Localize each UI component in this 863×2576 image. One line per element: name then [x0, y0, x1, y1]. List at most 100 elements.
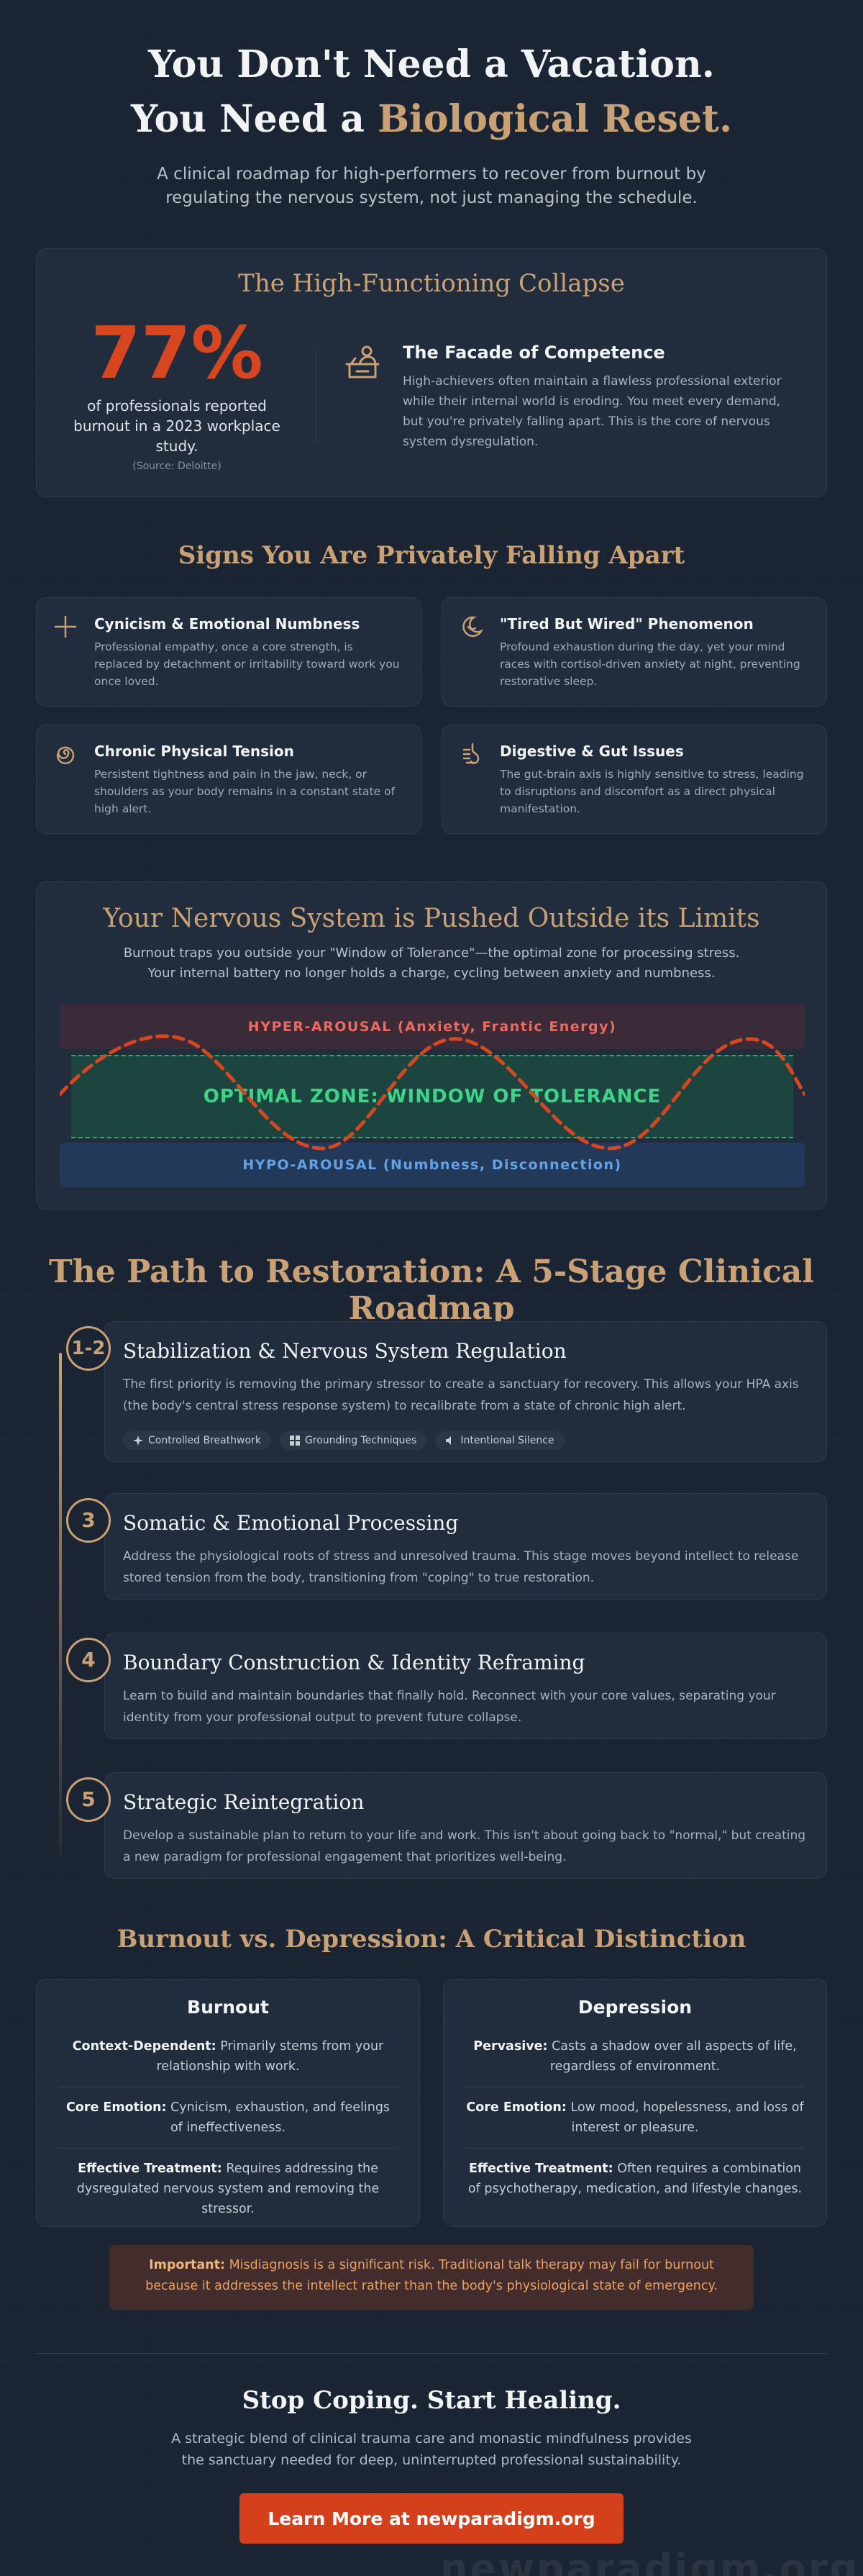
row-text: Cynicism, exhaustion, and feelings of in…	[166, 2100, 391, 2135]
sign-card-tired-wired: "Tired But Wired" Phenomenon Profound ex…	[442, 597, 827, 707]
step-number-badge: 1-2	[66, 1326, 111, 1371]
collapse-card: The High-Functioning Collapse 77% of pro…	[36, 248, 827, 497]
stomach-icon	[462, 743, 480, 765]
step-number-badge: 3	[66, 1498, 111, 1543]
stat-description: of professionals reported burnout in a 2…	[73, 397, 280, 455]
sign-title: Cynicism & Emotional Numbness	[94, 615, 360, 632]
cta-subtitle: A strategic blend of clinical trauma car…	[0, 2428, 863, 2471]
row-label: Effective Treatment:	[78, 2162, 222, 2176]
pill-breathwork: Controlled Breathwork	[123, 1431, 271, 1450]
row-text: Often requires a combination of psychoth…	[467, 2162, 803, 2196]
row-text: Low mood, hopelessness, and loss of inte…	[566, 2100, 804, 2135]
step-card-4: Boundary Construction & Identity Reframi…	[104, 1633, 827, 1739]
watermark: newparadigm.org	[440, 2546, 860, 2576]
collapse-title: The High-Functioning Collapse	[238, 269, 625, 298]
person-at-desk-icon	[345, 345, 380, 378]
facade-title: The Facade of Competence	[403, 343, 665, 363]
stat-value: 77%	[91, 311, 263, 395]
row-label: Core Emotion:	[466, 2100, 567, 2115]
sign-text: The gut-brain axis is highly sensitive t…	[500, 768, 804, 815]
moon-icon	[462, 616, 484, 638]
depression-card: Depression Pervasive: Casts a shadow ove…	[443, 1979, 827, 2227]
sign-text: Professional empathy, once a core streng…	[94, 640, 400, 688]
timeline-line	[59, 1353, 62, 1856]
nervous-system-card: Your Nervous System is Pushed Outside it…	[36, 881, 827, 1210]
signs-title: Signs You Are Privately Falling Apart	[178, 541, 685, 570]
step-number-badge: 5	[66, 1777, 111, 1822]
pill-label: Grounding Techniques	[304, 1435, 417, 1446]
step-title: Somatic & Emotional Processing	[123, 1511, 459, 1535]
step-title: Boundary Construction & Identity Reframi…	[123, 1651, 585, 1674]
burnout-title: Burnout	[187, 1997, 269, 2018]
hero: You Don't Need a Vacation. You Need a Bi…	[0, 0, 863, 216]
nervous-subtitle-line1: Burnout traps you outside your "Window o…	[123, 945, 740, 961]
hero-title-line1: You Don't Need a Vacation.	[148, 42, 715, 86]
step-number-badge: 4	[66, 1638, 111, 1682]
section-divider	[36, 2353, 827, 2354]
learn-more-button[interactable]: Learn More at newparadigm.org	[239, 2493, 624, 2544]
facade-text: High-achievers often maintain a flawless…	[403, 374, 782, 449]
step-text: Develop a sustainable plan to return to …	[123, 1828, 806, 1864]
pill-label: Controlled Breathwork	[148, 1435, 261, 1446]
stat-block: 77% of professionals reported burnout in…	[58, 311, 296, 473]
important-callout: Important: Misdiagnosis is a significant…	[109, 2245, 754, 2310]
row-label: Pervasive:	[473, 2039, 548, 2054]
hypo-arousal-zone: HYPO-AROUSAL (Numbness, Disconnection)	[60, 1143, 805, 1187]
step-card-5: Strategic Reintegration Develop a sustai…	[104, 1772, 827, 1879]
sign-title: Chronic Physical Tension	[94, 743, 294, 760]
sign-text: Persistent tightness and pain in the jaw…	[94, 768, 396, 815]
row-label: Core Emotion:	[65, 2100, 167, 2115]
compare-row: Context-Dependent: Primarily stems from …	[58, 2026, 398, 2087]
roadmap-title: The Path to Restoration: A 5-Stage Clini…	[49, 1253, 814, 1327]
hero-title: You Don't Need a Vacation. You Need a Bi…	[0, 37, 863, 147]
nervous-subtitle-line2: Your internal battery no longer holds a …	[147, 966, 716, 981]
row-label: Context-Dependent:	[72, 2039, 216, 2054]
step-card-1-2: Stabilization & Nervous System Regulatio…	[104, 1321, 827, 1462]
burnout-rows: Context-Dependent: Primarily stems from …	[37, 2026, 419, 2229]
row-text: Casts a shadow over all aspects of life,…	[547, 2039, 797, 2074]
hyper-arousal-zone: HYPER-AROUSAL (Anxiety, Frantic Energy)	[60, 1004, 805, 1049]
sign-text: Profound exhaustion during the day, yet …	[500, 640, 800, 688]
grid-icon	[289, 1436, 300, 1446]
burnout-card: Burnout Context-Dependent: Primarily ste…	[36, 1979, 420, 2227]
sign-card-digestive: Digestive & Gut Issues The gut-brain axi…	[442, 725, 827, 834]
compare-row: Effective Treatment: Often requires a co…	[465, 2149, 805, 2209]
nervous-subtitle: Burnout traps you outside your "Window o…	[37, 943, 826, 984]
depression-title: Depression	[577, 1997, 693, 2018]
plus-icon	[54, 615, 77, 638]
cta-title: Stop Coping. Start Healing.	[242, 2386, 621, 2415]
step-title: Stabilization & Nervous System Regulatio…	[123, 1339, 567, 1363]
pill-silence: Intentional Silence	[435, 1431, 565, 1450]
step-card-3: Somatic & Emotional Processing Address t…	[104, 1493, 827, 1600]
sign-title: Digestive & Gut Issues	[500, 743, 684, 760]
mute-icon	[446, 1436, 452, 1445]
row-label: Effective Treatment:	[468, 2162, 613, 2176]
compare-row: Core Emotion: Low mood, hopelessness, an…	[465, 2087, 805, 2149]
cta-subtitle-line1: A strategic blend of clinical trauma car…	[171, 2431, 692, 2446]
breath-icon	[133, 1436, 143, 1446]
step-title: Strategic Reintegration	[123, 1790, 365, 1814]
row-text: Requires addressing the dysregulated ner…	[76, 2162, 380, 2216]
stat-source: (Source: Deloitte)	[132, 461, 222, 472]
compare-row: Core Emotion: Cynicism, exhaustion, and …	[58, 2087, 398, 2149]
sign-title: "Tired But Wired" Phenomenon	[500, 615, 754, 632]
compare-row: Effective Treatment: Requires addressing…	[58, 2149, 398, 2229]
row-text: Primarily stems from your relationship w…	[156, 2039, 384, 2074]
cta-subtitle-line2: the sanctuary needed for deep, uninterru…	[181, 2452, 682, 2468]
pill-label: Intentional Silence	[460, 1435, 554, 1446]
spiral-icon	[56, 746, 75, 765]
step-text: The first priority is removing the prima…	[123, 1377, 799, 1413]
compare-row: Pervasive: Casts a shadow over all aspec…	[465, 2026, 805, 2087]
step-text: Address the physiological roots of stres…	[123, 1549, 799, 1585]
important-text: Misdiagnosis is a significant risk. Trad…	[145, 2258, 718, 2293]
nervous-title: Your Nervous System is Pushed Outside it…	[103, 904, 760, 933]
sign-card-tension: Chronic Physical Tension Persistent tigh…	[36, 725, 421, 834]
compare-title: Burnout vs. Depression: A Critical Disti…	[117, 1925, 746, 1954]
important-label: Important:	[149, 2258, 226, 2272]
depression-rows: Pervasive: Casts a shadow over all aspec…	[444, 2026, 826, 2209]
hero-subtitle: A clinical roadmap for high-performers t…	[157, 165, 706, 207]
optimal-zone: OPTIMAL ZONE: WINDOW OF TOLERANCE	[71, 1055, 793, 1138]
tolerance-diagram: HYPER-AROUSAL (Anxiety, Frantic Energy) …	[60, 1004, 805, 1189]
step-text: Learn to build and maintain boundaries t…	[123, 1689, 776, 1725]
hero-title-accent: Biological Reset.	[378, 97, 733, 141]
